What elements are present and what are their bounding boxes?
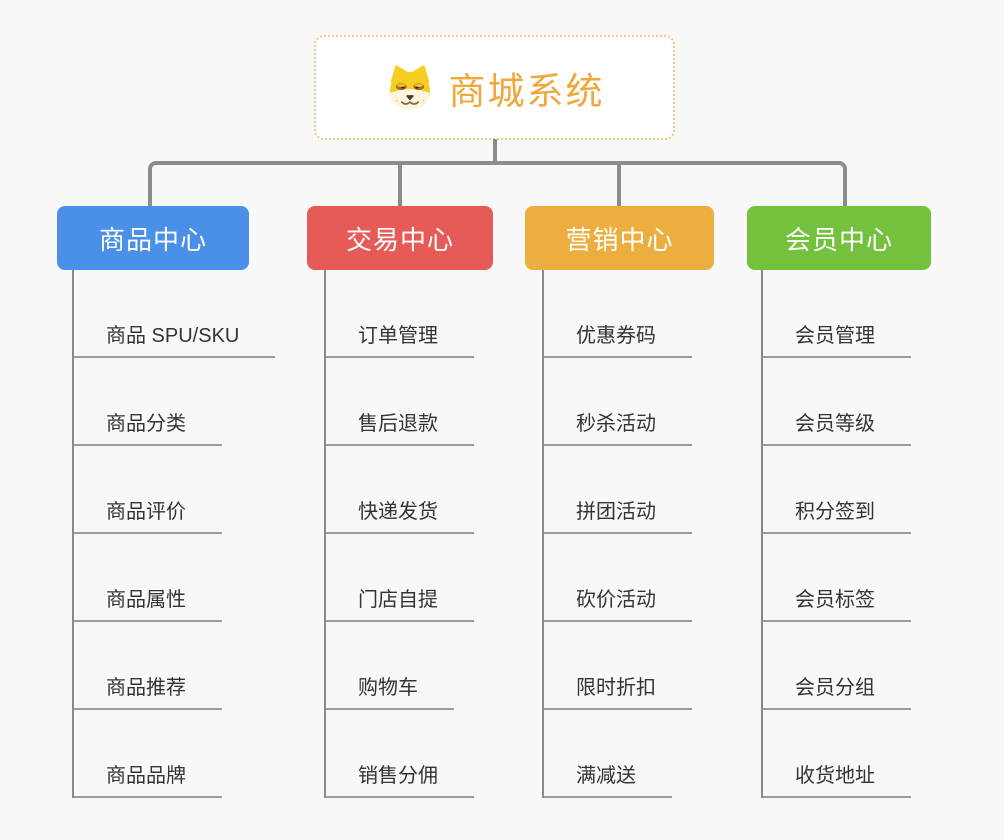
root-node[interactable]: 商城系统: [314, 35, 675, 140]
child-node[interactable]: 收货地址: [763, 710, 911, 798]
branch-node-member-center[interactable]: 会员中心: [747, 206, 931, 270]
child-node[interactable]: 商品 SPU/SKU: [74, 270, 276, 358]
child-node[interactable]: 砍价活动: [544, 534, 692, 622]
child-node[interactable]: 积分签到: [763, 446, 911, 534]
connector-drop-trade: [398, 164, 402, 206]
child-node[interactable]: 快递发货: [326, 446, 474, 534]
child-node[interactable]: 优惠券码: [544, 270, 692, 358]
child-node[interactable]: 门店自提: [326, 534, 474, 622]
connector-bus: [148, 161, 847, 206]
child-node[interactable]: 限时折扣: [544, 622, 692, 710]
child-node[interactable]: 售后退款: [326, 358, 474, 446]
child-node[interactable]: 销售分佣: [326, 710, 474, 798]
child-node[interactable]: 会员分组: [763, 622, 911, 710]
branch-children-trade-center: 订单管理 售后退款 快递发货 门店自提 购物车 销售分佣: [324, 270, 474, 798]
shiba-dog-icon: [389, 65, 430, 109]
branch-node-marketing-center[interactable]: 营销中心: [525, 206, 714, 270]
child-node[interactable]: 商品评价: [74, 446, 222, 534]
child-node[interactable]: 商品分类: [74, 358, 222, 446]
child-node[interactable]: 购物车: [326, 622, 454, 710]
root-title: 商城系统: [448, 70, 605, 112]
child-node[interactable]: 会员管理: [763, 270, 911, 358]
child-node[interactable]: 满减送: [544, 710, 672, 798]
child-node[interactable]: 订单管理: [326, 270, 474, 358]
child-node[interactable]: 商品品牌: [74, 710, 222, 798]
child-node[interactable]: 拼团活动: [544, 446, 692, 534]
child-node[interactable]: 商品属性: [74, 534, 222, 622]
branch-children-marketing-center: 优惠券码 秒杀活动 拼团活动 砍价活动 限时折扣 满减送: [542, 270, 692, 798]
child-node[interactable]: 商品推荐: [74, 622, 222, 710]
branch-node-trade-center[interactable]: 交易中心: [307, 206, 493, 270]
child-node[interactable]: 秒杀活动: [544, 358, 692, 446]
branch-children-member-center: 会员管理 会员等级 积分签到 会员标签 会员分组 收货地址: [761, 270, 911, 798]
child-node[interactable]: 会员等级: [763, 358, 911, 446]
branch-children-product-center: 商品 SPU/SKU 商品分类 商品评价 商品属性 商品推荐 商品品牌: [72, 270, 276, 798]
connector-drop-marketing: [617, 164, 621, 206]
branch-node-product-center[interactable]: 商品中心: [57, 206, 249, 270]
connector-trunk: [493, 139, 497, 165]
child-node[interactable]: 会员标签: [763, 534, 911, 622]
